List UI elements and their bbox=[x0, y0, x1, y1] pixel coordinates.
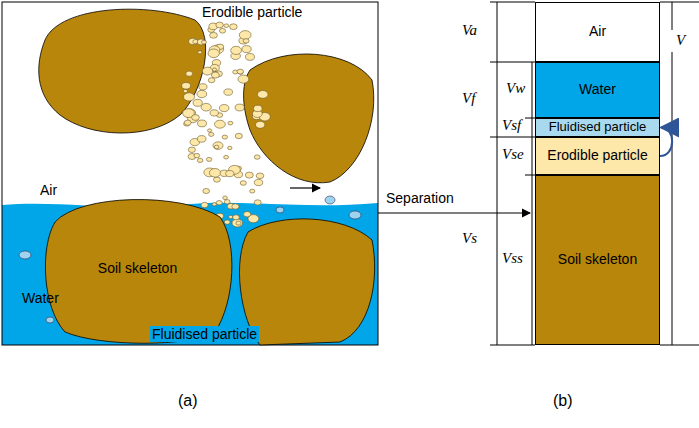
volume-symbol: Va bbox=[462, 22, 477, 39]
volume-symbol: Vf bbox=[462, 90, 475, 107]
callout-label: Erodible particle bbox=[200, 4, 304, 20]
soil-grain: Soil skeleton bbox=[40, 192, 235, 345]
node-label: Air bbox=[589, 24, 606, 39]
volume-symbol: Vw bbox=[506, 80, 525, 97]
volume-symbol: Vss bbox=[502, 250, 523, 267]
node-label: Fluidised particle bbox=[549, 120, 647, 134]
soil-phase: Soil skeleton bbox=[535, 175, 660, 345]
node-label: Water bbox=[579, 82, 616, 97]
node-label: Soil skeleton bbox=[98, 261, 177, 276]
node-label: Erodible particle bbox=[547, 148, 647, 163]
volume-symbol: Vse bbox=[502, 146, 524, 163]
region-label: Water bbox=[22, 290, 59, 306]
region-label: Air bbox=[40, 182, 57, 198]
water-phase: Water bbox=[535, 62, 660, 118]
node-label: Soil skeleton bbox=[558, 252, 637, 267]
air-phase: Air bbox=[535, 2, 660, 62]
fluidised-phase: Fluidised particle bbox=[535, 118, 660, 137]
transfer-arrow bbox=[660, 128, 672, 157]
volume-symbol: Vsf bbox=[502, 117, 521, 134]
arrow-label: Separation bbox=[384, 190, 456, 206]
volume-symbol: V bbox=[676, 32, 685, 49]
erodible-phase: Erodible particle bbox=[535, 137, 660, 175]
panel-label: (b) bbox=[553, 392, 573, 410]
volume-symbol: Vs bbox=[462, 230, 477, 247]
panel-label: (a) bbox=[178, 392, 198, 410]
callout-label: Fluidised particle bbox=[150, 326, 259, 342]
